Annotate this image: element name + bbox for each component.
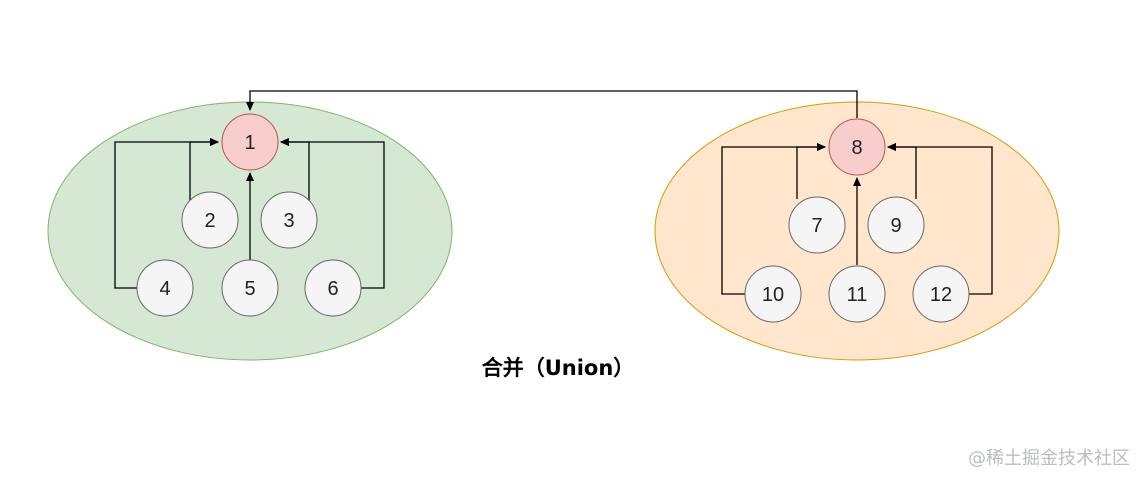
node-circle [828,265,886,323]
node-6: 6 [304,259,362,317]
node-label: 9 [890,215,901,237]
node-2: 2 [181,191,239,249]
diagram-caption: 合并（Union） [481,356,635,380]
node-circle [788,196,846,254]
node-5: 5 [221,259,279,317]
right-set-edges [721,143,993,295]
watermark: @稀土掘金技术社区 [968,448,1130,469]
node-1: 1 [221,113,279,171]
left-set-edges [114,138,385,289]
node-7: 7 [788,196,846,254]
edge-10-to-8 [721,143,826,295]
node-circle [912,265,970,323]
node-circle [181,191,239,249]
node-label: 6 [327,278,338,300]
node-3: 3 [260,191,318,249]
node-label: 2 [204,210,215,232]
node-8: 8 [828,118,886,176]
root-node-circle [828,118,886,176]
node-label: 11 [847,284,868,306]
node-circle [136,259,194,317]
nodes: 1 2 3 4 5 6 8 7 [136,113,970,323]
node-circle [260,191,318,249]
node-label: 5 [244,278,255,300]
edge-6-to-1 [280,138,385,289]
node-label: 8 [851,137,862,159]
node-10: 10 [744,265,802,323]
union-edge-8-to-1 [246,90,858,118]
node-label: 1 [244,132,255,154]
root-node-circle [221,113,279,171]
node-12: 12 [912,265,970,323]
node-4: 4 [136,259,194,317]
node-label: 4 [159,278,170,300]
node-circle [744,265,802,323]
node-circle [867,196,925,254]
node-label: 10 [762,284,784,306]
node-9: 9 [867,196,925,254]
node-label: 12 [930,284,952,306]
node-label: 3 [283,210,294,232]
node-circle [221,259,279,317]
edge-12-to-8 [887,143,993,295]
edge-4-to-1 [114,138,219,289]
node-circle [304,259,362,317]
node-label: 7 [811,215,822,237]
node-11: 11 [828,265,886,323]
